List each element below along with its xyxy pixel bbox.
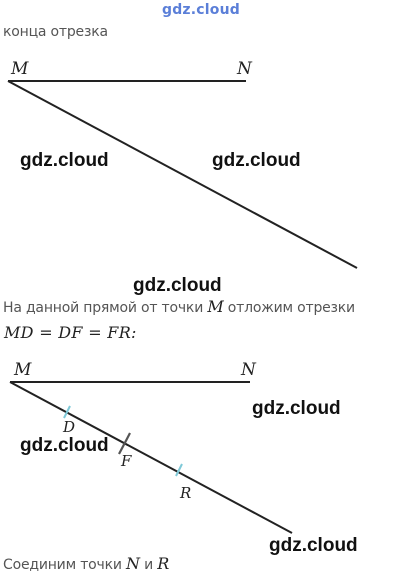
- watermark: gdz.cloud: [20, 435, 109, 456]
- fig2-label-d: D: [63, 418, 76, 436]
- fig2-label-r: R: [180, 484, 192, 502]
- watermark: gdz.cloud: [269, 535, 358, 556]
- step-text-point: M: [207, 297, 224, 316]
- watermark: gdz.cloud: [133, 275, 222, 296]
- watermark: gdz.cloud: [252, 398, 341, 419]
- fig1-ray-m: [7, 80, 358, 269]
- final-text-prefix: Соединим точки: [3, 557, 126, 573]
- equation: MD = DF = FR:: [4, 323, 137, 342]
- final-text-point-r: R: [157, 554, 170, 573]
- intro-text: концa отрезка: [3, 24, 108, 40]
- fig2-ray-m: [9, 381, 293, 534]
- watermark: gdz.cloud: [212, 150, 301, 171]
- fig2-label-m: M: [14, 360, 32, 380]
- fig2-tick-d: [63, 405, 71, 419]
- step-text-suffix: отложим отрезки: [223, 300, 355, 316]
- fig2-tick-f: [118, 432, 131, 455]
- step-text: На данной прямой от точки M отложим отре…: [3, 297, 355, 316]
- watermark-top: gdz.cloud: [161, 2, 240, 18]
- fig2-tick-r: [175, 463, 183, 477]
- fig1-label-n: N: [237, 59, 252, 79]
- final-text-point-n: N: [126, 554, 140, 573]
- fig2-label-f: F: [121, 452, 132, 470]
- final-text-conj: и: [139, 557, 158, 573]
- final-text: Соединим точки N и R: [3, 554, 169, 573]
- step-text-prefix: На данной прямой от точки: [3, 300, 208, 316]
- watermark: gdz.cloud: [20, 150, 109, 171]
- fig1-label-m: M: [11, 59, 29, 79]
- fig2-label-n: N: [241, 360, 256, 380]
